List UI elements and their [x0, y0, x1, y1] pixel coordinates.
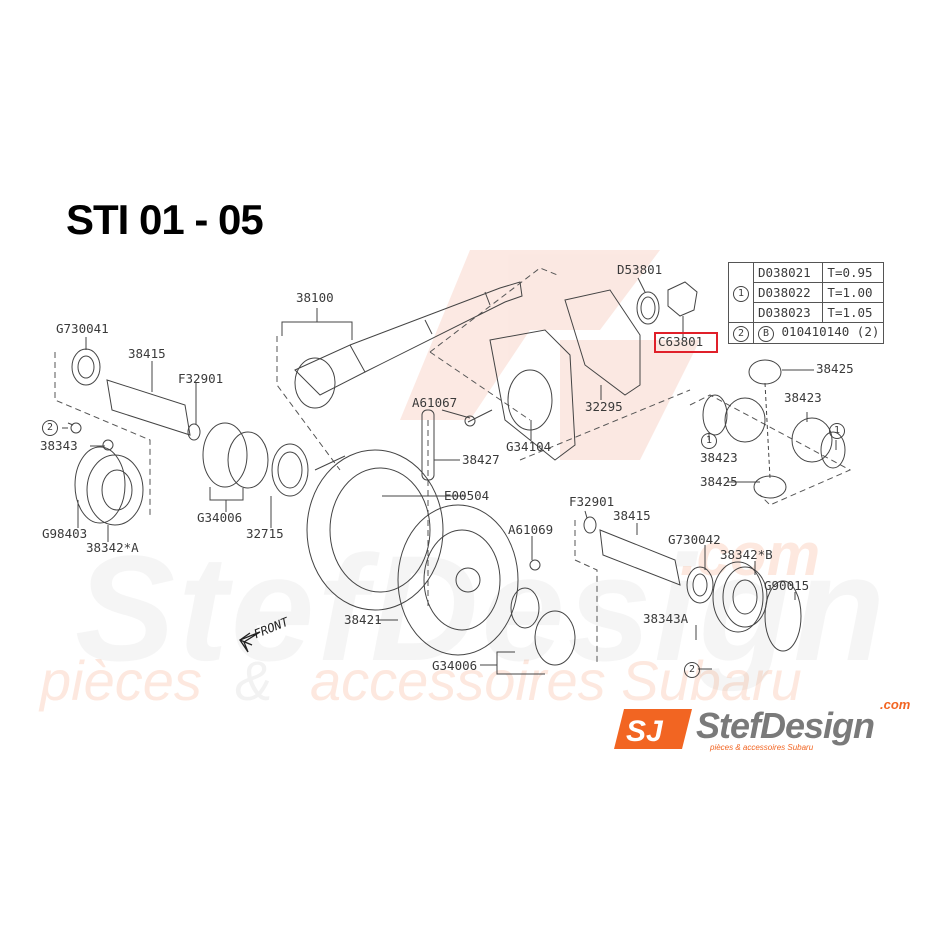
part-label-38415-left: 38415: [128, 346, 166, 361]
bearing-G34006-right: [510, 587, 576, 666]
part-label-38342B: 38342*B: [720, 547, 773, 562]
part-label-38425-top: 38425: [816, 361, 854, 376]
page-title: STI 01 - 05: [66, 196, 264, 243]
front-arrow-icon: [239, 631, 261, 653]
part-label-G34104: G34104: [506, 439, 552, 454]
oil-seal-G730041: [71, 348, 101, 386]
differential-case-38421: [397, 504, 519, 656]
svg-text:SJ: SJ: [626, 715, 664, 748]
nut-C63801: [667, 281, 698, 317]
bolt-A61067: [464, 409, 493, 427]
part-label-G34006-right: G34006: [432, 658, 478, 673]
part-label-F32901-right: F32901: [569, 494, 615, 509]
circle-ref-2-right: 2: [684, 662, 700, 678]
drive-pinion-shaft: [281, 281, 523, 409]
sj-logo-icon: SJ: [614, 709, 692, 749]
pin-38427: [421, 409, 435, 481]
axle-shaft-38415-right: [599, 529, 681, 586]
table-cell-spec: T=1.05: [822, 302, 885, 323]
part-label-A61069: A61069: [508, 522, 554, 537]
bearing-32715: [271, 443, 309, 497]
o-ring-F32901-right: [583, 516, 597, 534]
oil-seal-G730042: [686, 566, 714, 604]
part-label-G90015: G90015: [764, 578, 810, 593]
seal-D53801: [636, 291, 660, 325]
pinion-gear-38425-top: [748, 359, 782, 385]
part-label-38421: 38421: [344, 612, 382, 627]
part-label-32295: 32295: [585, 399, 623, 414]
pinion-gear-38425-bottom: [753, 475, 787, 499]
part-label-38343A: 38343A: [643, 611, 689, 626]
circle-ref-1-left: 1: [701, 433, 717, 449]
logo-tagline: pièces & accessoires Subaru: [710, 743, 814, 752]
table-row-footer: 2 B 010410140 (2): [728, 322, 885, 344]
o-ring-G90015: [764, 580, 802, 652]
logo-brand-name: StefDesign: [696, 705, 875, 746]
table-footer-cell: B 010410140 (2): [752, 322, 885, 344]
table-ref-cell: 2: [728, 322, 754, 344]
stefdesign-logo: SJ StefDesign .com pièces & accessoires …: [612, 697, 922, 753]
part-label-E00504: E00504: [444, 488, 490, 503]
gear-38342A: [74, 446, 144, 526]
part-label-38342A: 38342*A: [86, 540, 139, 555]
table-cell-part: D038023: [752, 302, 824, 323]
bolt-A61069: [529, 559, 541, 571]
svg-text:accessoires Subaru: accessoires Subaru: [310, 649, 802, 712]
part-label-38423-left: 38423: [700, 450, 738, 465]
bolt-38343: [70, 422, 114, 451]
table-row: D038023 T=1.05: [729, 302, 885, 323]
part-label-D53801: D53801: [617, 262, 663, 277]
part-label-F32901-left: F32901: [178, 371, 224, 386]
part-label-38427: 38427: [462, 452, 500, 467]
part-label-G98403: G98403: [42, 526, 88, 541]
part-label-38423-right: 38423: [784, 390, 822, 405]
svg-text:pièces: pièces: [38, 649, 202, 712]
part-label-G34006-left: G34006: [197, 510, 243, 525]
bearing-G34006-left: [202, 422, 269, 489]
table-cell-spec: T=0.95: [822, 262, 885, 283]
circle-ref-2-left: 2: [42, 420, 58, 436]
part-label-32715: 32715: [246, 526, 284, 541]
o-ring-F32901-left: [187, 423, 201, 441]
part-label-A61067: A61067: [412, 395, 458, 410]
table-ref-cell: 1: [728, 262, 754, 323]
circle-ref-1-right: 1: [829, 423, 845, 439]
axle-shaft-38415-left: [106, 379, 191, 436]
highlight-box-C63801: [654, 332, 718, 353]
table-cell-part: D038022: [752, 282, 824, 303]
table-row: D038022 T=1.00: [729, 282, 885, 303]
cover-G34104: [489, 329, 576, 461]
svg-text:&: &: [235, 649, 272, 712]
part-label-G730042: G730042: [668, 532, 721, 547]
ring-gear: [306, 449, 444, 611]
table-cell-spec: T=1.00: [822, 282, 885, 303]
svg-text:.com: .com: [680, 521, 820, 588]
gasket-32295: [564, 289, 641, 396]
part-label-38100: 38100: [296, 290, 334, 305]
part-label-C63801: C63801: [658, 334, 704, 349]
part-label-38343: 38343: [40, 438, 78, 453]
part-label-G730041: G730041: [56, 321, 109, 336]
gear-38342B: [712, 561, 768, 633]
part-label-38415-right: 38415: [613, 508, 651, 523]
table-cell-part: D038021: [752, 262, 824, 283]
shim-selection-table: 1 D038021 T=0.95 D038022 T=1.00 D038023 …: [728, 262, 885, 344]
part-label-38425-bottom: 38425: [700, 474, 738, 489]
logo-domain: .com: [880, 697, 911, 712]
table-row: 1 D038021 T=0.95: [728, 262, 885, 323]
